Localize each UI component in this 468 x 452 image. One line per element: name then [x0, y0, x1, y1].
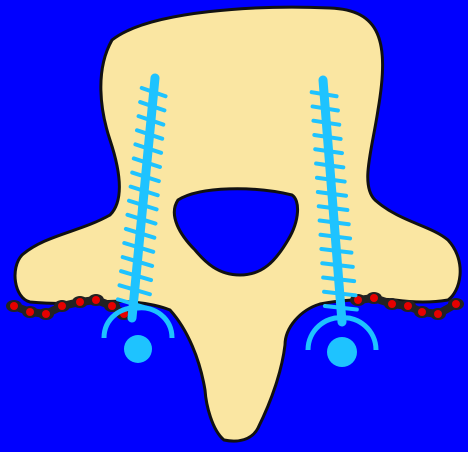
nerve-dot	[92, 296, 100, 304]
nerve-dot	[10, 302, 18, 310]
nerve-dot	[58, 302, 66, 310]
nerve-dot	[434, 310, 442, 318]
nerve-dot	[418, 308, 426, 316]
nerve-dot	[388, 300, 396, 308]
nerve-dot	[370, 294, 378, 302]
nerve-dot	[404, 302, 412, 310]
nerve-dot	[26, 308, 34, 316]
screw-thread	[325, 306, 357, 310]
nerve-dot	[76, 298, 84, 306]
nerve-dot	[452, 300, 460, 308]
screw-head-left	[104, 308, 172, 363]
nerve-dot	[42, 310, 50, 318]
nerve-dot	[108, 302, 116, 310]
